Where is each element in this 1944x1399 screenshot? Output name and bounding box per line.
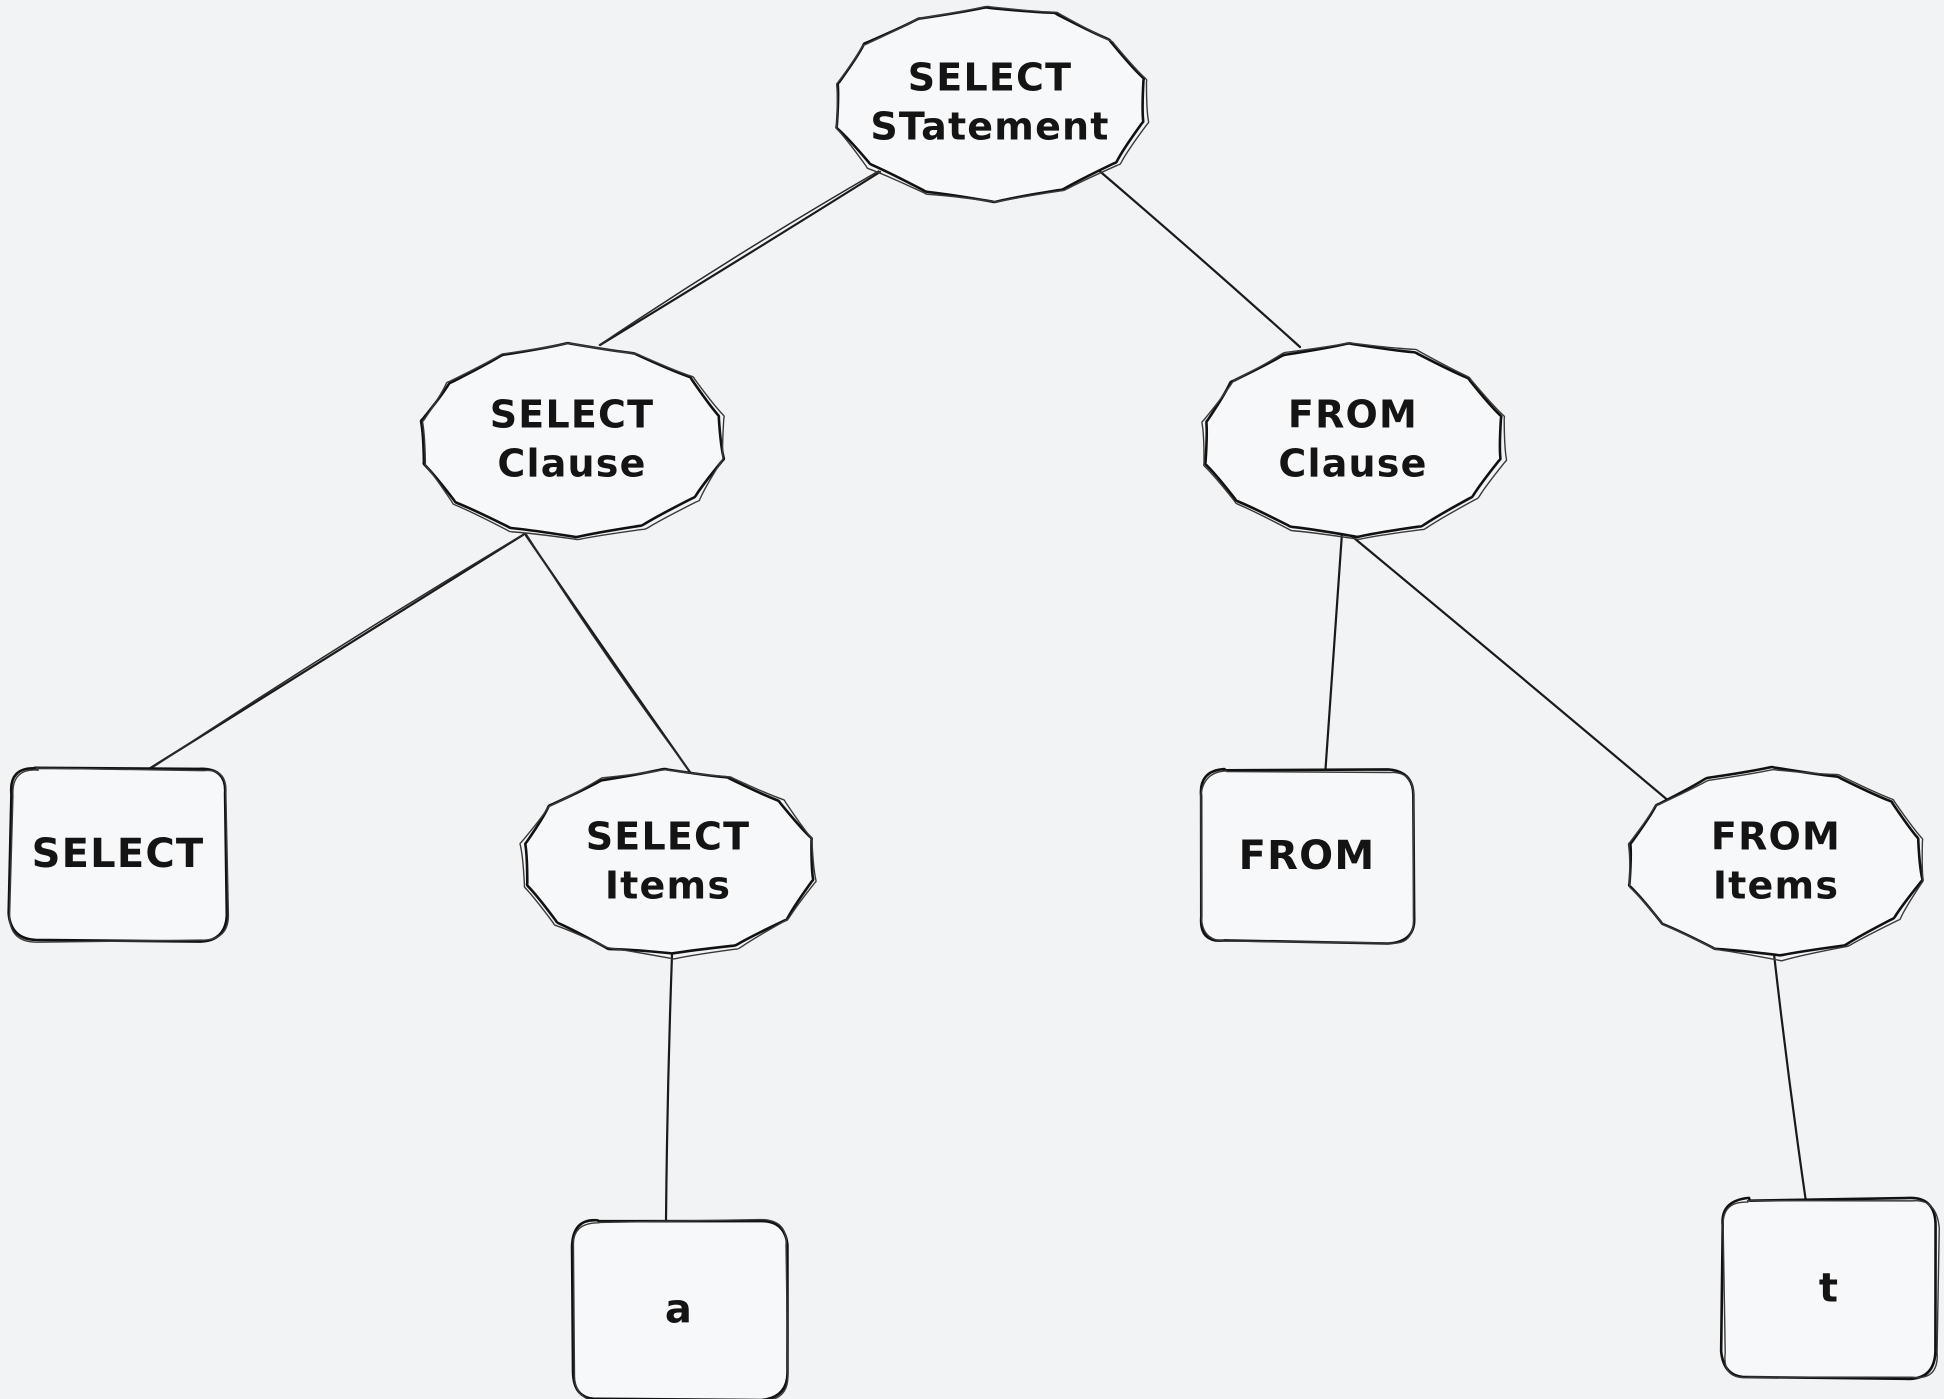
node-select-items[interactable]: SELECT Items <box>519 767 817 960</box>
node-outline <box>1627 765 1924 957</box>
node-label-line2: Clause <box>497 442 646 486</box>
node-label-line1: SELECT <box>908 56 1073 100</box>
edge-stroke-ghost <box>142 533 525 775</box>
node-outline-ghost <box>421 342 725 541</box>
node-from-items[interactable]: FROM Items <box>1627 765 1924 962</box>
edge-stroke <box>598 170 882 347</box>
node-label: SELECT <box>32 831 205 877</box>
node-table-t[interactable]: t <box>1719 1196 1940 1381</box>
node-label-line2: Clause <box>1278 442 1427 486</box>
node-outline-ghost <box>1722 1199 1940 1379</box>
edge-root-to-select-clause <box>598 170 882 347</box>
edge-stroke-ghost <box>598 170 880 346</box>
edge-select-items-to-a <box>664 953 674 1223</box>
edge-from-items-to-t <box>1772 952 1808 1204</box>
node-outline-ghost <box>8 767 230 943</box>
node-label-line2: STatement <box>870 105 1109 149</box>
node-outline <box>570 1218 789 1399</box>
node-outline-ghost <box>1201 342 1508 541</box>
node-column-a[interactable]: a <box>570 1218 789 1399</box>
node-outline <box>1203 342 1503 539</box>
edge-stroke <box>1094 166 1302 349</box>
node-outline-ghost <box>1200 770 1415 944</box>
edge-stroke-ghost <box>525 533 694 777</box>
edges-layer <box>142 166 1808 1223</box>
edge-root-to-from-clause <box>1094 166 1302 349</box>
edge-stroke <box>664 953 674 1223</box>
node-select-statement[interactable]: SELECT STatement <box>835 5 1150 204</box>
node-label: t <box>1819 1266 1839 1312</box>
node-outline <box>524 767 815 955</box>
node-outline-ghost <box>835 5 1150 203</box>
edge-from-clause-to-from-items <box>1346 531 1717 842</box>
node-label-line2: Items <box>605 864 731 908</box>
node-label: a <box>665 1287 693 1333</box>
node-outline <box>1719 1196 1937 1381</box>
node-label-line1: FROM <box>1711 815 1841 859</box>
node-outline-ghost <box>572 1218 789 1399</box>
node-from-terminal[interactable]: FROM <box>1199 767 1416 945</box>
node-label-line1: SELECT <box>586 815 751 859</box>
node-select-terminal[interactable]: SELECT <box>7 766 230 943</box>
edge-select-clause-to-select <box>142 533 525 775</box>
node-label-line1: SELECT <box>490 393 655 437</box>
node-outline <box>419 341 726 539</box>
nodes-layer: SELECTSTatementSELECTClauseFROMClauseSEL… <box>7 5 1940 1399</box>
node-select-clause[interactable]: SELECT Clause <box>419 341 726 541</box>
node-label-line2: Items <box>1713 864 1839 908</box>
node-from-clause[interactable]: FROM Clause <box>1201 342 1508 541</box>
node-outline-ghost <box>519 769 817 960</box>
edge-select-clause-to-select-items <box>523 532 694 777</box>
edge-stroke <box>1772 952 1808 1204</box>
node-outline-ghost <box>1627 768 1924 962</box>
node-label: FROM <box>1239 833 1376 879</box>
node-label-line1: FROM <box>1288 393 1418 437</box>
edge-stroke <box>1346 531 1717 842</box>
